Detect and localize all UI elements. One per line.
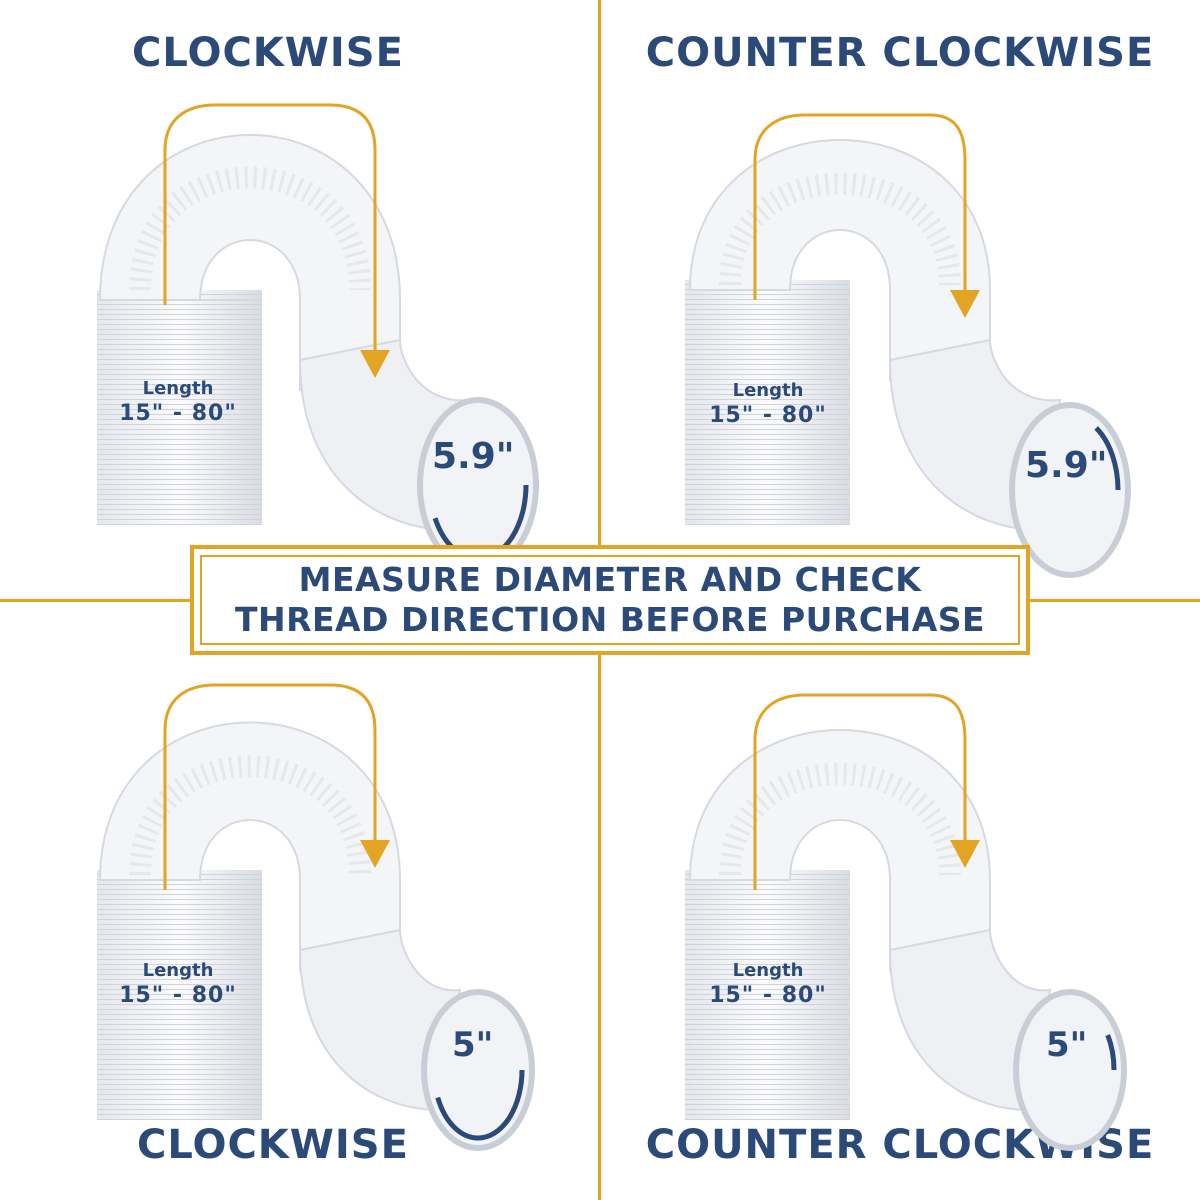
hose-illustration (97, 103, 539, 573)
hose-opening (421, 989, 535, 1151)
hose-opening (1013, 989, 1127, 1151)
hose-illustration (97, 683, 535, 1151)
hose-illustration (685, 693, 1127, 1151)
diameter-arc (431, 999, 525, 1141)
direction-arrow (163, 683, 377, 890)
direction-arrow (163, 103, 377, 355)
diameter-arc (1023, 999, 1117, 1141)
hose-bend (298, 928, 462, 1112)
length-word: Length (732, 960, 804, 981)
heading-counter-clockwise-top: COUNTER CLOCKWISE (645, 30, 1155, 76)
direction-arrow (753, 113, 967, 300)
hose-opening (1009, 402, 1131, 578)
heading-clockwise-bottom: CLOCKWISE (137, 1122, 409, 1168)
length-range: 15" - 80" (119, 983, 237, 1008)
arrow-head-icon (360, 350, 390, 378)
heading-clockwise-top: CLOCKWISE (132, 30, 404, 76)
arrow-head-icon (360, 840, 390, 868)
diameter-value: 5.9" (432, 436, 515, 477)
hose-arch (98, 721, 401, 971)
notice-text: MEASURE DIAMETER AND CHECK THREAD DIRECT… (235, 560, 985, 640)
divider-vertical-bottom (598, 655, 601, 1200)
hose-bend (888, 928, 1052, 1112)
length-label: Length 15" - 80" (98, 960, 258, 1010)
length-range: 15" - 80" (709, 983, 827, 1008)
arrow-head-icon (950, 290, 980, 318)
length-word: Length (732, 380, 804, 401)
arrow-head-icon (950, 840, 980, 868)
length-label: Length 15" - 80" (98, 378, 258, 428)
diameter-arc (1019, 413, 1121, 567)
hose-clockwise-5: Length 15" - 80" 5" (0, 650, 600, 1190)
divider-vertical-top (598, 0, 601, 545)
diameter-value: 5.9" (1025, 445, 1108, 486)
divider-horizontal-left (0, 599, 190, 602)
hose-counter-clockwise-5-9: Length 15" - 80" 5.9" (600, 60, 1200, 600)
diameter-value: 5" (452, 1025, 494, 1065)
length-word: Length (142, 960, 214, 981)
notice-inner-border (200, 555, 1020, 645)
hose-counter-clockwise-5: Length 15" - 80" 5" (600, 650, 1200, 1190)
hose-illustration (685, 113, 1131, 578)
length-range: 15" - 80" (119, 401, 237, 426)
divider-horizontal-right (1030, 599, 1200, 602)
length-label: Length 15" - 80" (688, 960, 848, 1010)
diameter-value: 5" (1046, 1025, 1088, 1065)
length-label: Length 15" - 80" (688, 380, 848, 430)
length-word: Length (142, 378, 214, 399)
notice-line-2: THREAD DIRECTION BEFORE PURCHASE (234, 600, 986, 639)
direction-arrow (753, 693, 967, 890)
length-range: 15" - 80" (709, 403, 827, 428)
hose-clockwise-5-9: Length 15" - 80" 5.9" (0, 60, 600, 600)
notice-line-1: MEASURE DIAMETER AND CHECK (298, 560, 922, 599)
notice-box: MEASURE DIAMETER AND CHECK THREAD DIRECT… (190, 545, 1030, 655)
